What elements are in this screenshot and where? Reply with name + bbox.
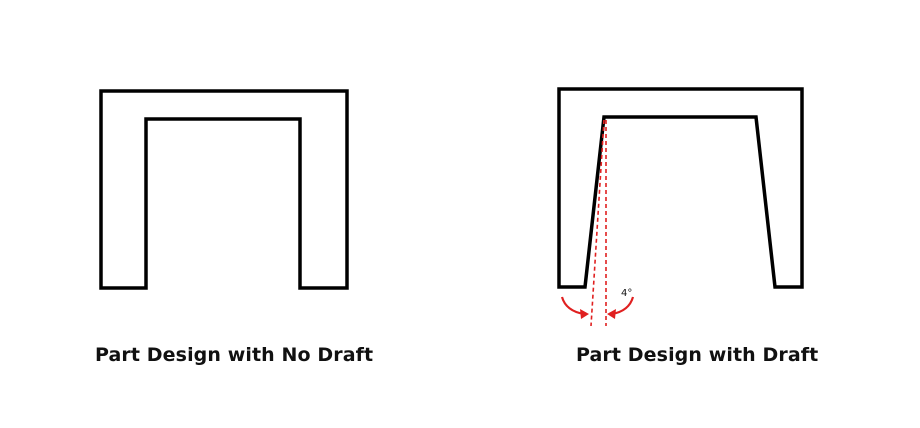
- part-with-draft: 4°: [557, 87, 804, 327]
- caption-no-draft: Part Design with No Draft: [95, 344, 374, 366]
- draft-angle-annotation: 4°: [560, 119, 635, 327]
- caption-with-draft: Part Design with Draft: [576, 344, 819, 366]
- part-no-draft: [99, 89, 349, 290]
- draft-arrowhead-right: [607, 309, 616, 319]
- part-no-draft-outline: [99, 89, 349, 290]
- draft-angle-label: 4°: [621, 288, 632, 299]
- draft-arrowhead-left: [580, 309, 589, 319]
- part-with-draft-outline: [557, 87, 804, 289]
